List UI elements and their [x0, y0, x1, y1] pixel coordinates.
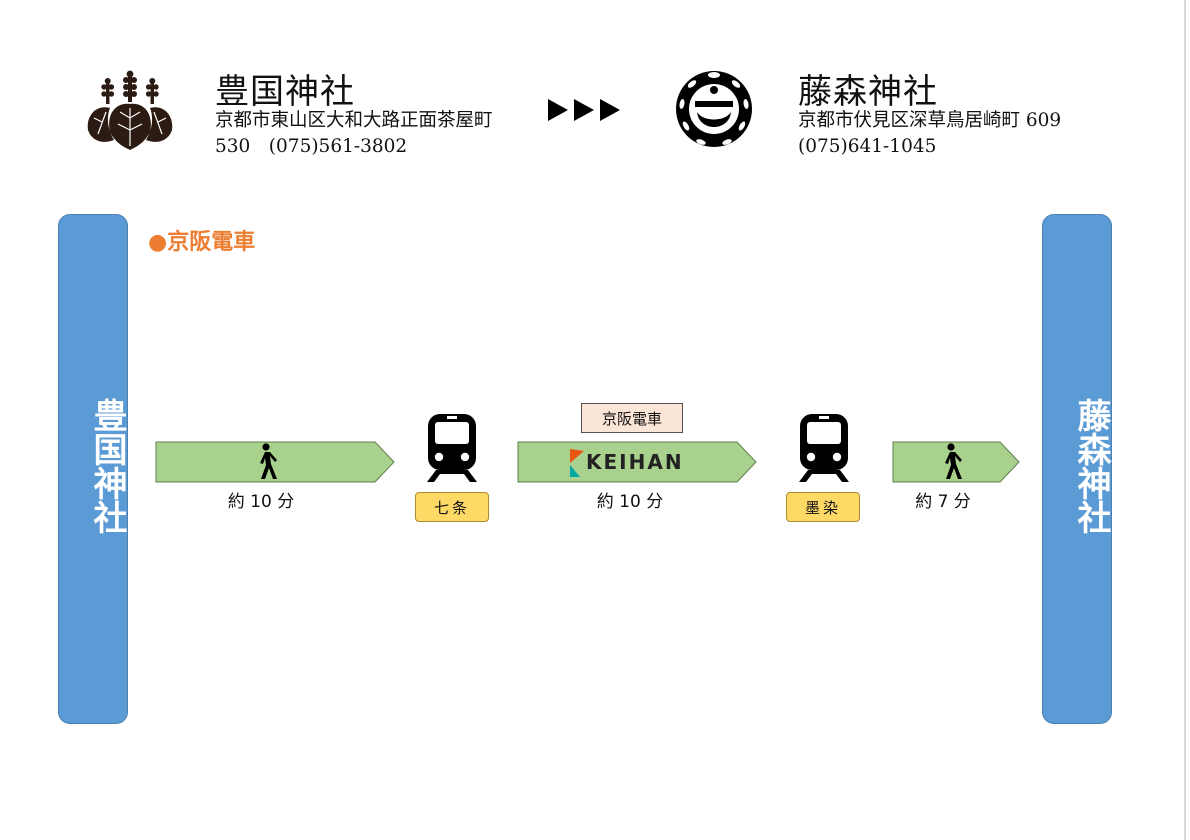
walk-leg-arrow — [892, 441, 1020, 483]
train-line-label: 京阪電車 — [581, 403, 683, 433]
origin-name: 豊国神社 — [215, 72, 355, 112]
station-label-sumizome: 墨染 — [786, 492, 860, 522]
station-label-shichijo: 七条 — [415, 492, 489, 522]
destination-address-line1: 京都市伏見区深草鳥居崎町 609 — [798, 110, 1062, 131]
train-leg-duration: 約 10 分 — [596, 492, 664, 512]
direction-arrows-icon — [548, 99, 620, 121]
walk-leg-2-duration: 約 7 分 — [915, 492, 971, 512]
origin-sidebar: 豊国神社 — [58, 214, 128, 724]
route-section-label: ●京阪電車 — [148, 230, 256, 255]
origin-address-line2: 530 (075)561-3802 — [215, 136, 408, 157]
keihan-logo: KEIHAN — [568, 447, 690, 479]
train-icon — [799, 414, 849, 482]
walking-person-icon — [945, 443, 962, 479]
keihan-mark-icon — [570, 449, 584, 477]
destination-name: 藤森神社 — [798, 72, 938, 112]
destination-sidebar: 藤森神社 — [1042, 214, 1112, 724]
origin-vertical-label: 豊国神社 — [87, 398, 127, 534]
destination-address-line2: (075)641-1045 — [798, 136, 937, 157]
origin-address-line1: 京都市東山区大和大路正面茶屋町 — [215, 110, 493, 131]
fujinomori-crest-icon — [676, 71, 752, 147]
destination-vertical-label: 藤森神社 — [1071, 398, 1111, 534]
walk-leg-1-duration: 約 10 分 — [227, 492, 295, 512]
keihan-logo-text: KEIHAN — [586, 450, 684, 474]
paulownia-crest-icon — [87, 70, 173, 150]
train-icon — [427, 414, 477, 482]
page-edge-rule — [1184, 0, 1186, 840]
walking-person-icon — [260, 443, 277, 479]
